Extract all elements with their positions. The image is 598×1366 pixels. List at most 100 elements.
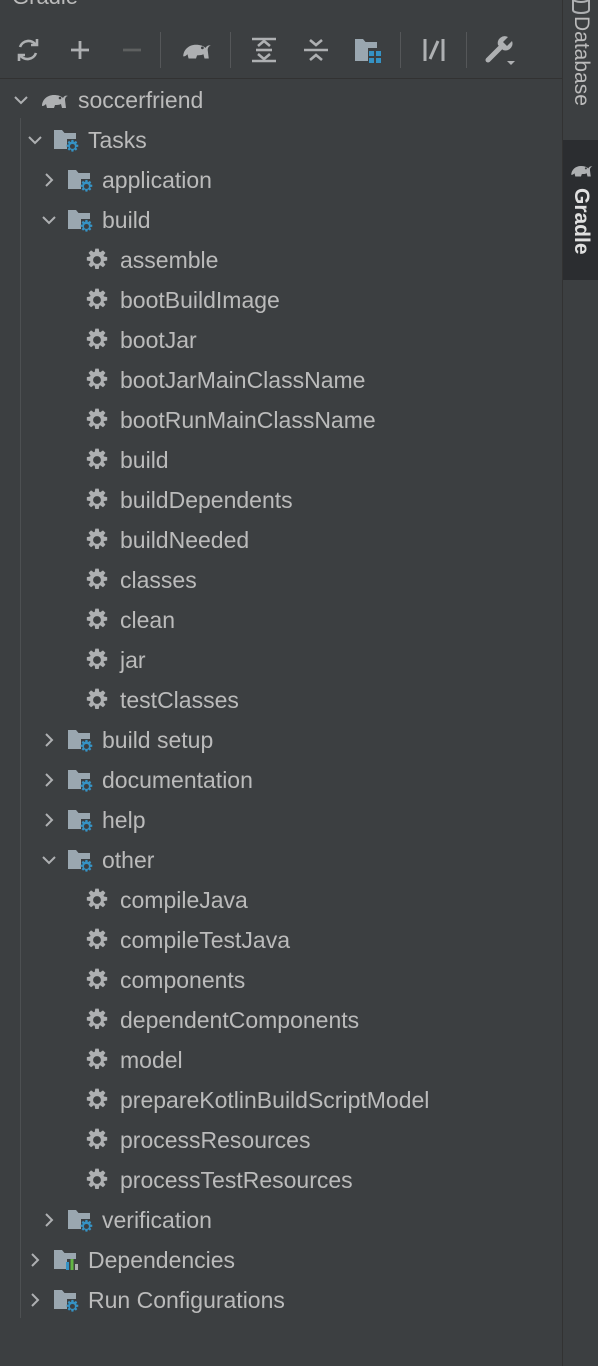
gear-icon [84, 327, 110, 353]
task-label: model [120, 1046, 183, 1073]
tree-node-tasks[interactable]: Tasks [26, 120, 147, 160]
tree-node-dependencies[interactable]: Dependencies [26, 1240, 235, 1280]
task-label: compileJava [120, 886, 248, 913]
chevron-down-icon [40, 851, 58, 869]
execute-task-button[interactable] [178, 32, 214, 68]
panel-header: Gradle [0, 0, 562, 10]
chevron-right-icon [40, 1211, 58, 1229]
gear-icon [84, 1127, 110, 1153]
tree-node-task[interactable]: prepareKotlinBuildScriptModel [84, 1080, 429, 1120]
task-label: processTestResources [120, 1166, 353, 1193]
task-label: clean [120, 606, 175, 633]
chevron-down-icon [26, 131, 44, 149]
tree-node-task[interactable]: processResources [84, 1120, 310, 1160]
plus-icon [71, 41, 89, 59]
toggle-offline-button[interactable] [416, 32, 452, 68]
tree-node-task[interactable]: bootRunMainClassName [84, 400, 376, 440]
tree-node-task[interactable]: jar [84, 640, 146, 680]
task-label: assemble [120, 246, 219, 273]
folder-gear-icon [66, 846, 94, 874]
collapse-all-button[interactable] [298, 32, 334, 68]
chevron-right-icon [40, 731, 58, 749]
gradle-elephant-icon [568, 160, 594, 180]
tree-node-group-application[interactable]: application [40, 160, 212, 200]
gear-icon [84, 487, 110, 513]
add-button[interactable] [62, 32, 98, 68]
tree-node-label: application [102, 166, 212, 193]
tree-node-task[interactable]: assemble [84, 240, 218, 280]
group-modules-button[interactable] [350, 32, 386, 68]
tree-node-group-other[interactable]: other [40, 840, 154, 880]
task-label: bootJar [120, 326, 197, 353]
task-label: testClasses [120, 686, 239, 713]
task-label: jar [120, 646, 146, 673]
gradle-elephant-icon [38, 88, 70, 112]
chevron-down-icon [40, 211, 58, 229]
expand-all-icon [252, 37, 276, 63]
task-label: classes [120, 566, 197, 593]
side-tab-database[interactable]: Database [563, 0, 598, 124]
folder-gear-icon [52, 126, 80, 154]
toolbar-separator [400, 32, 401, 68]
tree-node-group-build-setup[interactable]: build setup [40, 720, 213, 760]
gear-icon [84, 287, 110, 313]
refresh-button[interactable] [10, 32, 46, 68]
folder-gear-icon [66, 726, 94, 754]
tree-node-task[interactable]: model [84, 1040, 183, 1080]
task-label: dependentComponents [120, 1006, 360, 1033]
refresh-icon [17, 39, 39, 61]
toolbar-separator [466, 32, 467, 68]
folder-gear-icon [66, 1206, 94, 1234]
side-tab-gradle[interactable]: Gradle [563, 140, 598, 280]
tree-node-task[interactable]: classes [84, 560, 197, 600]
gear-icon [84, 1047, 110, 1073]
chevron-right-icon [40, 811, 58, 829]
task-label: bootBuildImage [120, 286, 280, 313]
folder-gear-icon [66, 166, 94, 194]
folder-gear-icon [52, 1286, 80, 1314]
toolbar-separator [230, 32, 231, 68]
gear-icon [84, 607, 110, 633]
tree-node-group-documentation[interactable]: documentation [40, 760, 253, 800]
expand-all-button[interactable] [246, 32, 282, 68]
tree-node-task[interactable]: dependentComponents [84, 1000, 359, 1040]
folder-gear-icon [66, 766, 94, 794]
gear-icon [84, 447, 110, 473]
tree-node-label: verification [102, 1206, 212, 1233]
wrench-icon [485, 36, 515, 65]
tree-node-task[interactable]: testClasses [84, 680, 239, 720]
tree-node-label: other [102, 846, 155, 873]
folder-gear-icon [66, 806, 94, 834]
tree-node-group-verification[interactable]: verification [40, 1200, 212, 1240]
task-label: build [120, 446, 169, 473]
tree-node-task[interactable]: buildDependents [84, 480, 293, 520]
tree-node-label: build setup [102, 726, 214, 753]
tree-node-task[interactable]: bootJar [84, 320, 197, 360]
task-label: bootJarMainClassName [120, 366, 366, 393]
tree-node-task[interactable]: processTestResources [84, 1160, 353, 1200]
tree-node-task[interactable]: buildNeeded [84, 520, 249, 560]
task-label: buildDependents [120, 486, 293, 513]
task-label: bootRunMainClassName [120, 406, 376, 433]
gear-icon [84, 1167, 110, 1193]
tree-node-group-build[interactable]: build [40, 200, 151, 240]
tree-node-task[interactable]: components [84, 960, 245, 1000]
tree-node-run-configurations[interactable]: Run Configurations [26, 1280, 285, 1320]
tree-node-task[interactable]: bootJarMainClassName [84, 360, 365, 400]
folder-gear-icon [66, 206, 94, 234]
gear-icon [84, 687, 110, 713]
tree-node-group-help[interactable]: help [40, 800, 145, 840]
gradle-settings-button[interactable] [482, 32, 518, 68]
minus-icon [123, 48, 141, 52]
gear-icon [84, 647, 110, 673]
tree-node-task[interactable]: bootBuildImage [84, 280, 280, 320]
database-icon [572, 0, 590, 15]
remove-button[interactable] [114, 32, 150, 68]
tree-node-task[interactable]: clean [84, 600, 175, 640]
group-modules-icon [355, 39, 381, 63]
gear-icon [84, 367, 110, 393]
tree-node-task[interactable]: compileJava [84, 880, 248, 920]
tree-node-project[interactable]: soccerfriend [12, 80, 203, 120]
tree-node-task[interactable]: compileTestJava [84, 920, 290, 960]
tree-node-task[interactable]: build [84, 440, 169, 480]
